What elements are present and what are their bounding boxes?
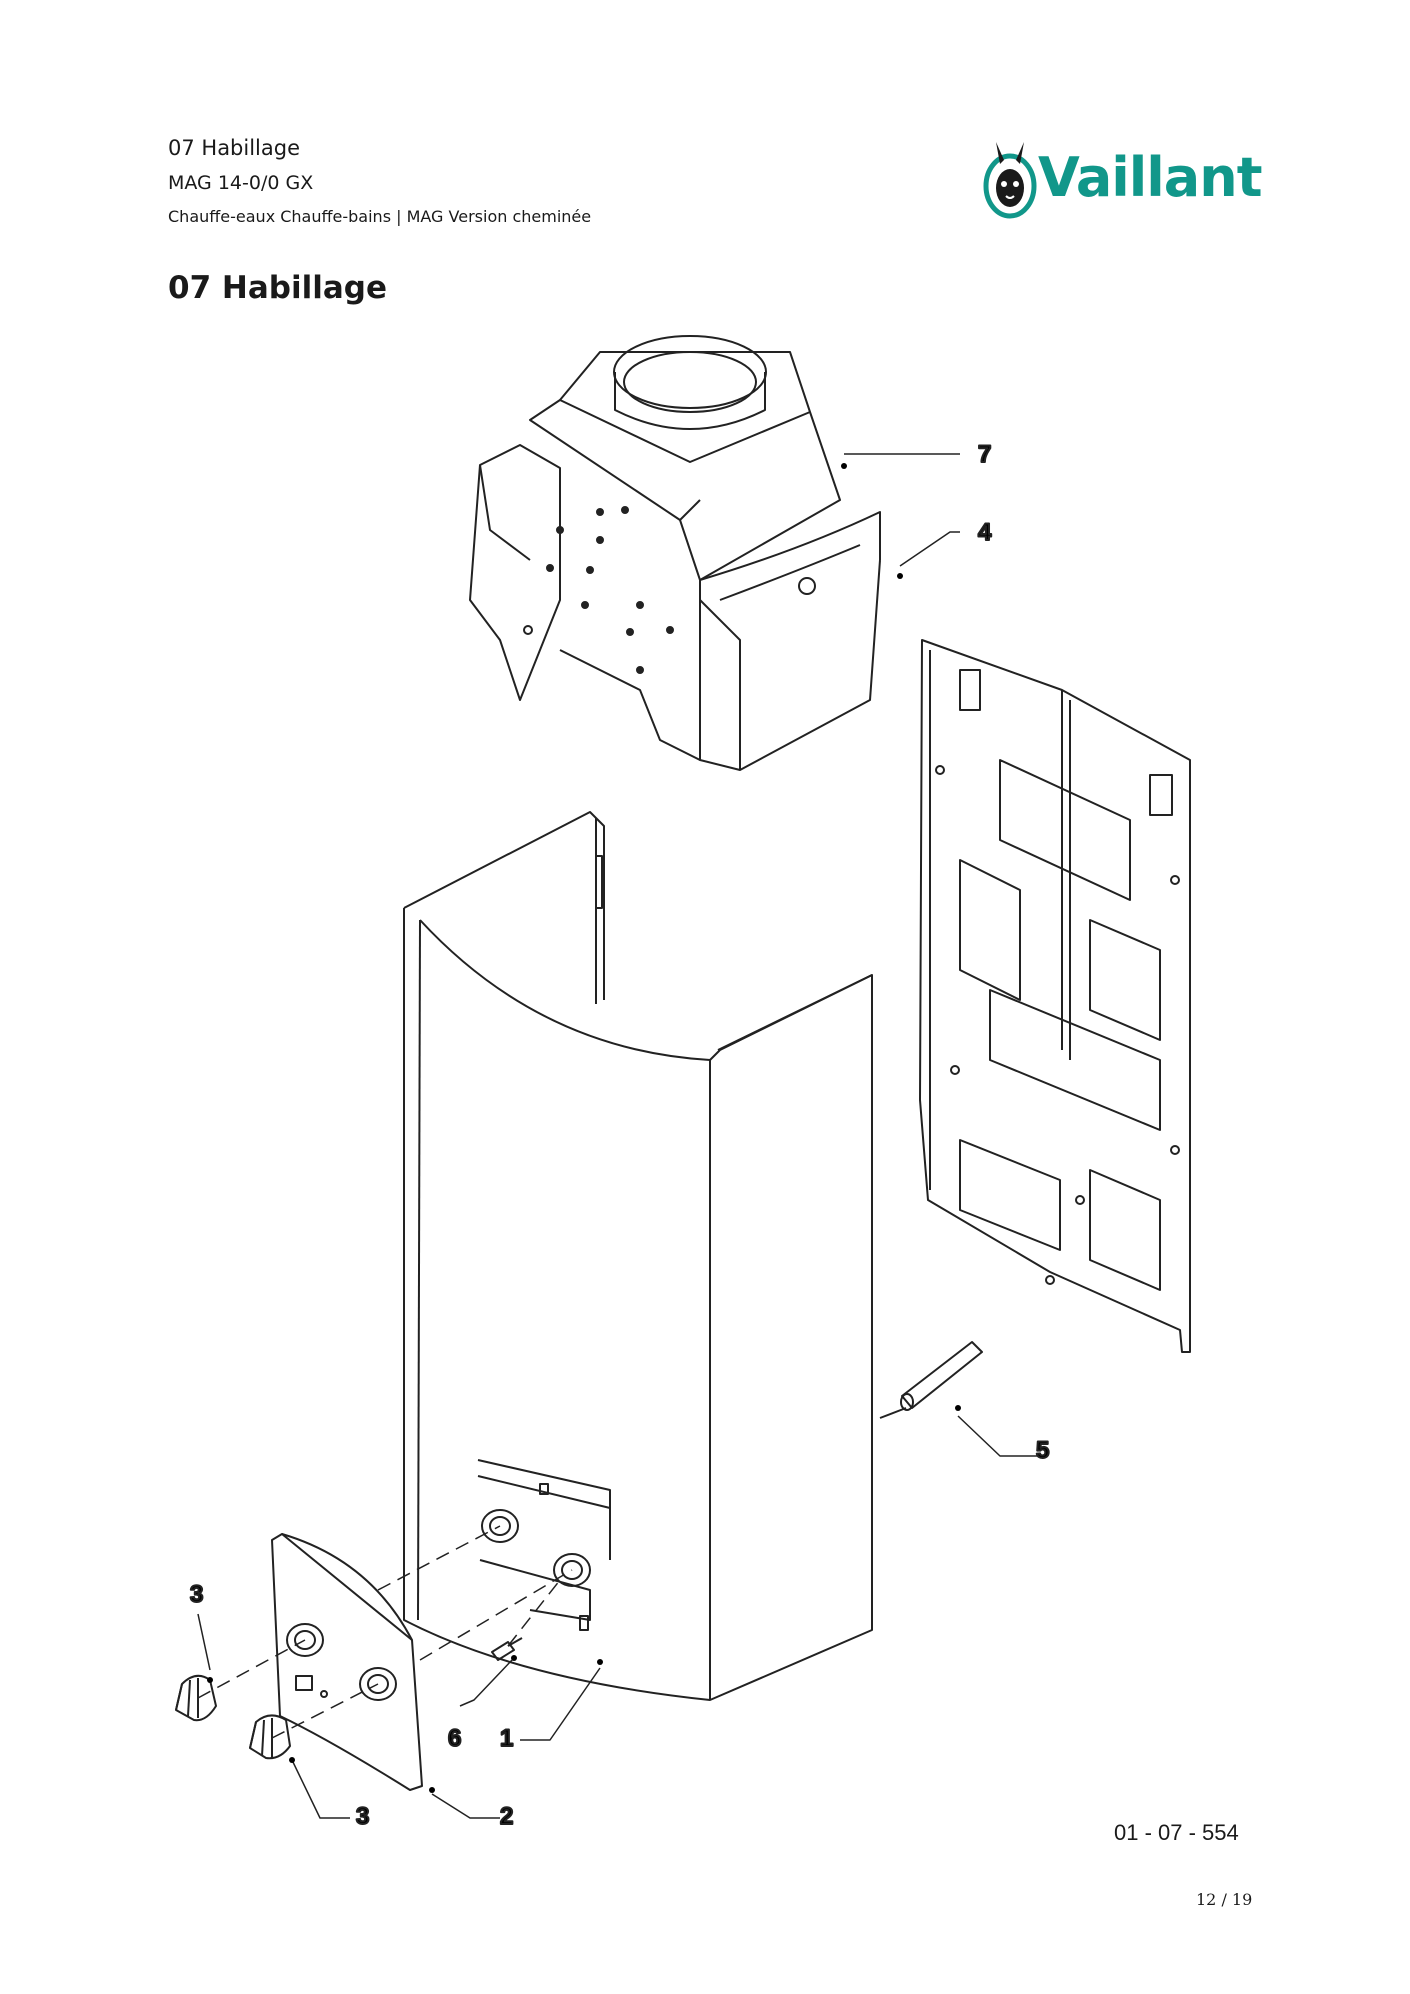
callout-6: 7 xyxy=(978,441,991,468)
drawing-reference: 01 - 07 - 554 xyxy=(1114,1820,1239,1845)
screw xyxy=(491,1637,523,1661)
brand-wordmark: Vaillant xyxy=(1038,146,1263,209)
model-name: MAG 14-0/0 GX xyxy=(168,172,314,194)
control-fascia xyxy=(271,1533,423,1791)
callout-1: 1 xyxy=(500,1725,513,1752)
control-knob xyxy=(249,1714,291,1760)
hare-icon xyxy=(983,142,1037,219)
leader-dots xyxy=(207,463,961,1793)
callout-5: 5 xyxy=(1036,1437,1049,1464)
draught-diverter-hood xyxy=(469,335,881,771)
callout-3-lower: 3 xyxy=(356,1803,369,1830)
callout-3-upper: 3 xyxy=(190,1581,203,1608)
leader-lines xyxy=(197,453,1040,1819)
front-casing xyxy=(403,811,907,1701)
callout-2: 2 xyxy=(500,1803,513,1830)
page-number: 12 / 19 xyxy=(1196,1890,1253,1909)
spacer-bar xyxy=(900,1341,983,1411)
assembly-lines xyxy=(197,1525,573,1739)
vaillant-logo: Vaillant xyxy=(982,140,1263,224)
callout-4: 4 xyxy=(978,519,992,546)
callout-7: 6 xyxy=(448,1725,461,1752)
page-title: 07 Habillage xyxy=(168,270,387,306)
section-heading: 07 Habillage xyxy=(168,136,301,160)
category-breadcrumb: Chauffe-eaux Chauffe-bains | MAG Version… xyxy=(168,207,592,226)
back-panel xyxy=(919,639,1191,1353)
